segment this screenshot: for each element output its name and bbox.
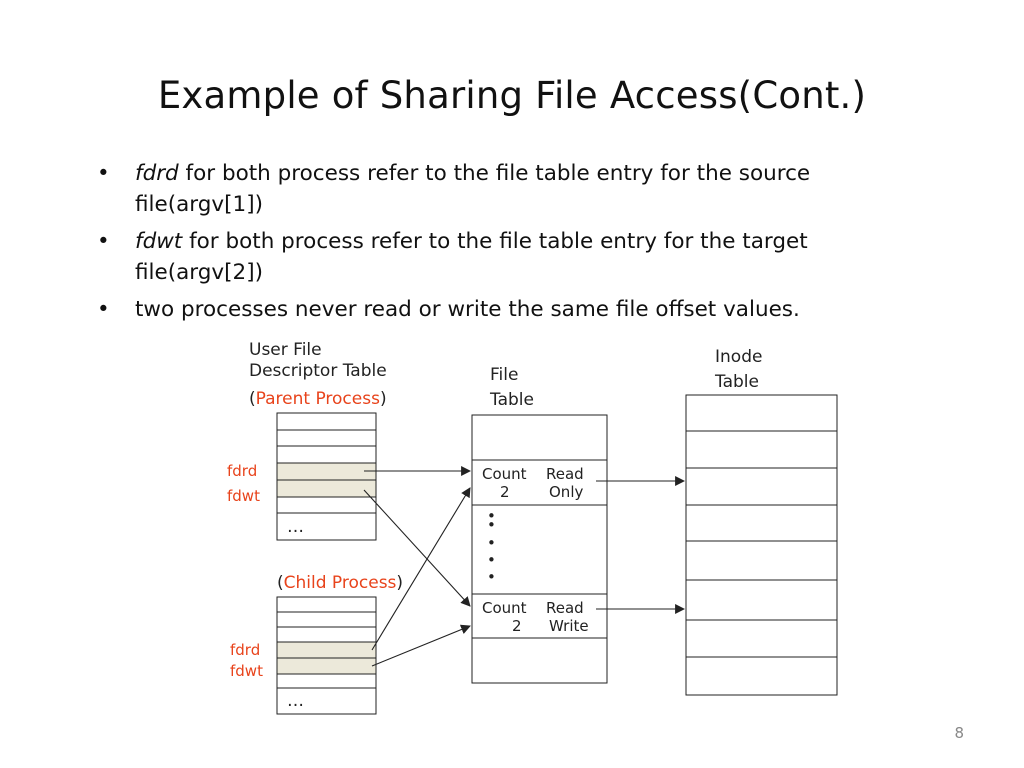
file-table-title-1: File: [490, 365, 518, 385]
file-table-dot: •: [487, 534, 496, 552]
parent-fd-table: [276, 412, 377, 541]
bullet-emphasis: fdwt: [135, 229, 183, 254]
inode-table-title-2: Table: [714, 372, 759, 392]
slide-title: Example of Sharing File Access(Cont.): [157, 74, 867, 117]
file-table-dot: •: [487, 516, 496, 534]
user-fd-table-title-2: Descriptor Table: [249, 361, 387, 381]
bullet-list: • fdrd for both process refer to the file…: [97, 158, 877, 331]
pointer-arrows: [363, 466, 685, 667]
bullet-emphasis: fdrd: [135, 161, 179, 186]
bullet-marker: •: [97, 297, 110, 322]
user-fd-table-title-1: User File: [249, 340, 322, 360]
parent-process-heading: (Parent Process): [249, 389, 387, 409]
bullet-text: for both process refer to the file table…: [135, 229, 808, 285]
file-entry-write-mode-1: Read: [546, 599, 584, 617]
inode-table-title-1: Inode: [715, 347, 762, 367]
arrow-parent-fdwt: [363, 489, 471, 607]
file-entry-read-count-label: Count: [482, 465, 527, 483]
file-entry-read-mode-1: Read: [546, 465, 584, 483]
page-number: 8: [954, 724, 964, 742]
child-ellipsis: …: [287, 691, 304, 711]
parent-ellipsis: …: [287, 517, 304, 537]
file-table-dot: •: [487, 568, 496, 586]
arrow-child-fdwt: [371, 624, 471, 667]
child-fdrd-label: fdrd: [230, 641, 260, 659]
file-entry-write-mode-2: Write: [549, 617, 589, 635]
file-entry-read-mode-2: Only: [549, 483, 583, 501]
bullet-text: two processes never read or write the sa…: [135, 297, 800, 322]
child-fdwt-label: fdwt: [230, 662, 263, 680]
bullet-item: • two processes never read or write the s…: [97, 294, 877, 325]
child-process-heading: (Child Process): [277, 573, 403, 593]
file-entry-write-count-value: 2: [512, 617, 522, 635]
arrow-child-fdrd: [371, 487, 471, 651]
bullet-item: • fdwt for both process refer to the file…: [97, 226, 877, 288]
file-table-title-2: Table: [489, 390, 534, 410]
file-table-dot: •: [487, 507, 496, 525]
file-table: [471, 414, 608, 684]
file-entry-write-count-label: Count: [482, 599, 527, 617]
child-fd-table: [276, 596, 377, 715]
bullet-item: • fdrd for both process refer to the file…: [97, 158, 877, 220]
bullet-text: for both process refer to the file table…: [135, 161, 811, 217]
inode-table: [685, 394, 838, 696]
parent-fdrd-label: fdrd: [227, 462, 257, 480]
file-table-dot: •: [487, 551, 496, 569]
bullet-marker: •: [97, 161, 110, 186]
file-entry-read-count-value: 2: [500, 483, 510, 501]
parent-fdwt-label: fdwt: [227, 487, 260, 505]
bullet-marker: •: [97, 229, 110, 254]
